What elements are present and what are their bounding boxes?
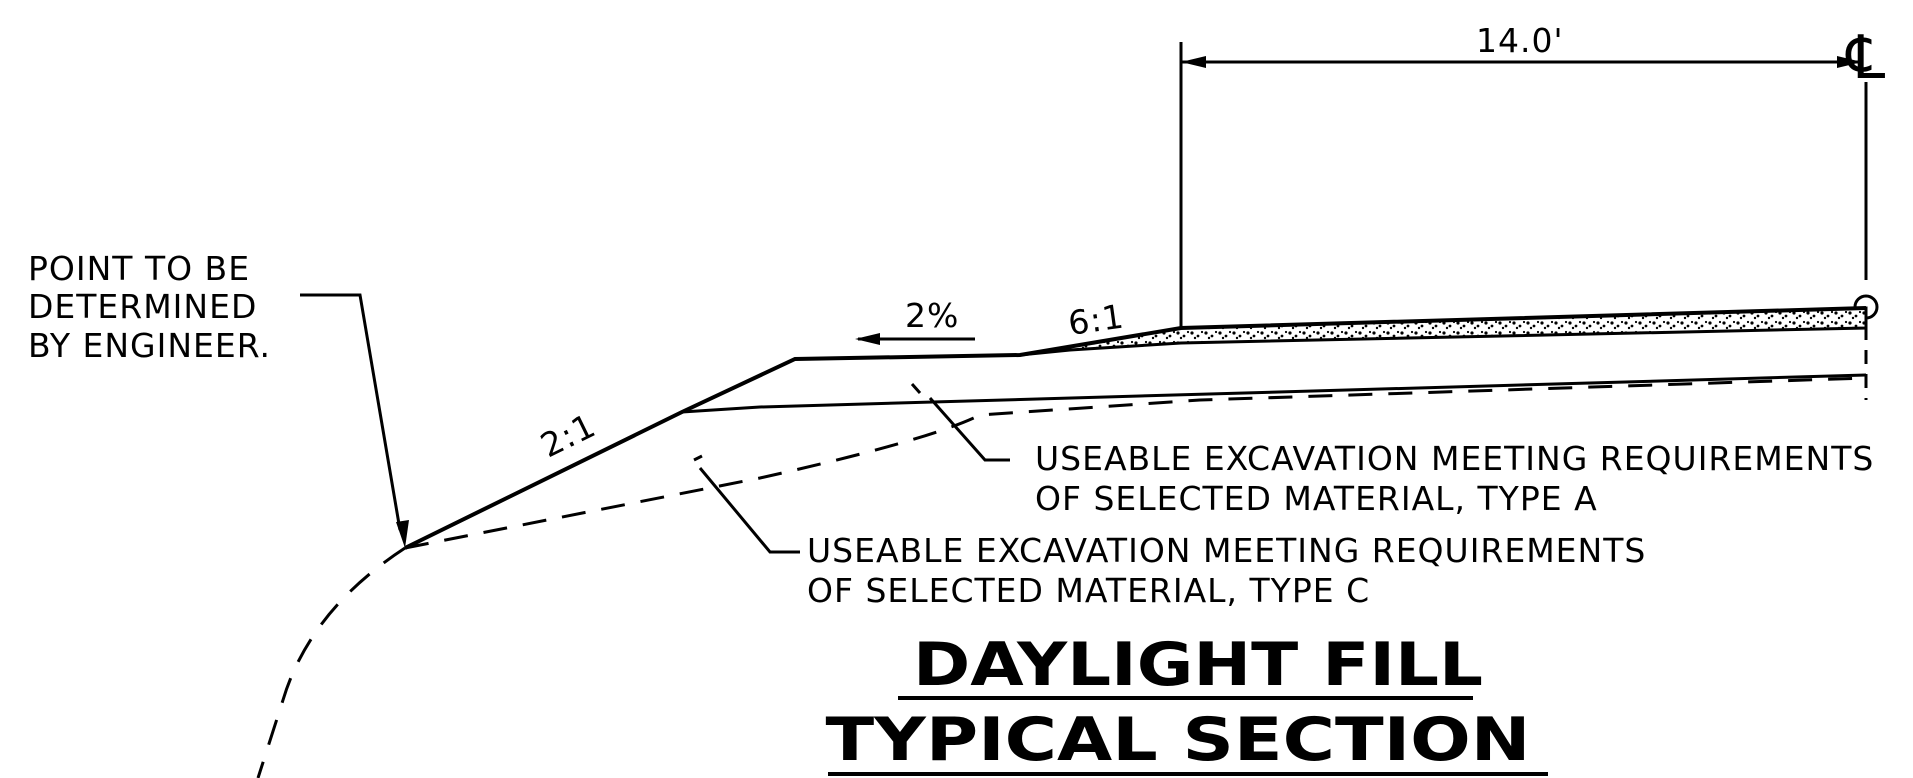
centerline-icon: ℄	[1845, 23, 1886, 93]
cross-slope-indicator: 2%	[855, 296, 975, 345]
shoulder-slope-label: 6:1	[1066, 296, 1127, 342]
cross-slope-arrow-head	[855, 333, 880, 345]
point-leader-line	[300, 293, 402, 531]
roadway-profile	[256, 306, 1867, 778]
type-a-leader-line	[928, 397, 1010, 462]
type-c-note: USEABLE EXCAVATION MEETING REQUIREMENTS …	[693, 454, 1646, 610]
type-c-note-line-2: OF SELECTED MATERIAL, TYPE C	[807, 571, 1370, 610]
point-note-line-3: BY ENGINEER.	[28, 326, 271, 365]
type-a-note: USEABLE EXCAVATION MEETING REQUIREMENTS …	[910, 383, 1874, 518]
type-c-note-line-1: USEABLE EXCAVATION MEETING REQUIREMENTS	[807, 531, 1646, 570]
point-note-line-2: DETERMINED	[28, 287, 257, 326]
finished-grade-line	[404, 306, 1867, 550]
type-c-leader-line	[698, 467, 800, 554]
type-c-leader-tick	[693, 454, 703, 462]
type-a-note-line-2: OF SELECTED MATERIAL, TYPE A	[1035, 479, 1598, 518]
title-line-2: TYPICAL SECTION	[826, 705, 1531, 775]
point-note: POINT TO BE DETERMINED BY ENGINEER.	[28, 249, 409, 548]
width-dimension: 14.0'	[1179, 21, 1862, 330]
existing-ground-line	[256, 546, 406, 778]
dimension-arrow-right	[1837, 56, 1862, 68]
type-a-subgrade-line	[681, 373, 1867, 414]
dimension-arrow-left	[1181, 56, 1206, 68]
dimension-value: 14.0'	[1476, 21, 1564, 60]
centerline: ℄	[1845, 23, 1886, 400]
type-a-leader-tick	[910, 383, 922, 394]
point-leader-arrow	[396, 520, 409, 548]
drawing-title: DAYLIGHT FILL TYPICAL SECTION	[826, 630, 1548, 776]
cross-slope-label: 2%	[905, 296, 959, 335]
point-note-line-1: POINT TO BE	[28, 249, 250, 288]
type-a-note-line-1: USEABLE EXCAVATION MEETING REQUIREMENTS	[1035, 439, 1874, 478]
title-line-1: DAYLIGHT FILL	[913, 630, 1483, 700]
surfacing-aggregate-layer	[1019, 306, 1868, 357]
